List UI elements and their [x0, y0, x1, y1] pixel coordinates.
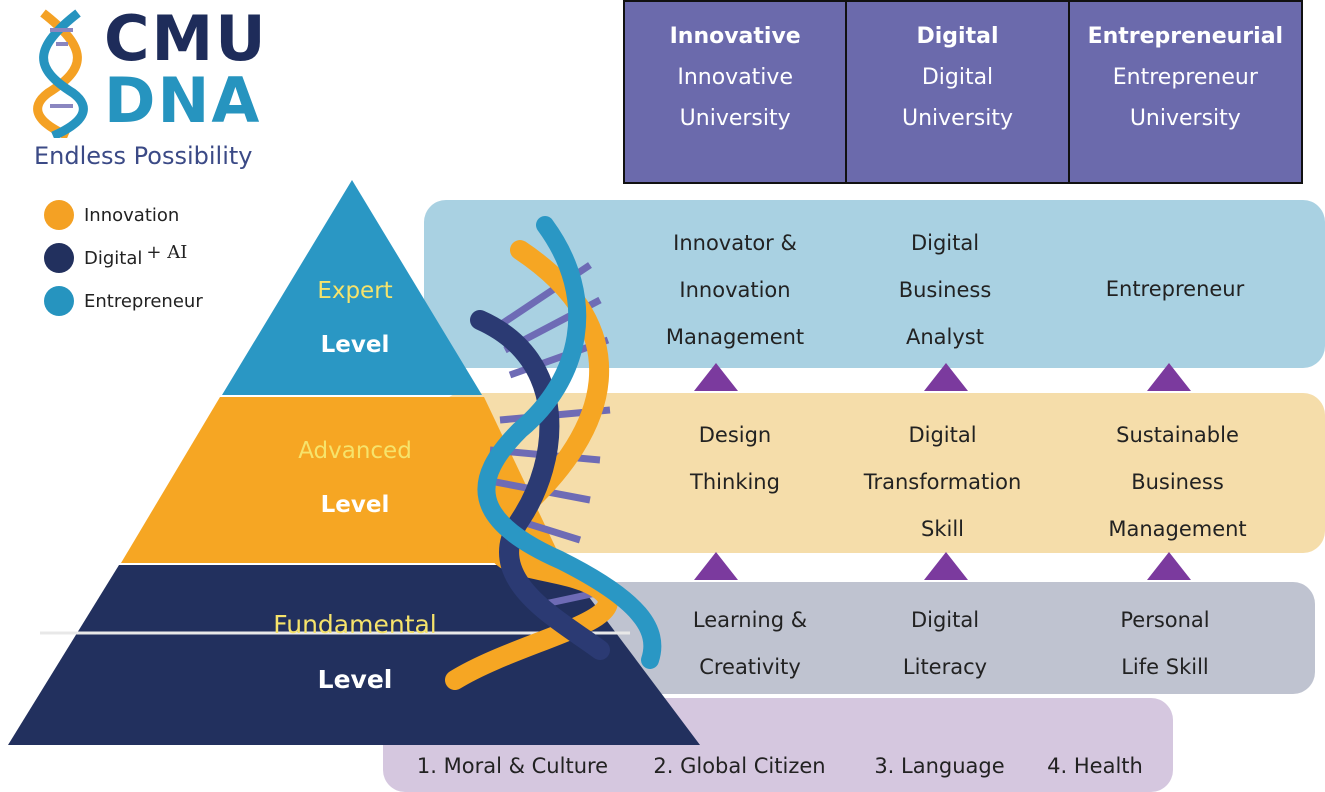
cell-line: Thinking	[690, 470, 780, 494]
header-line1: Entrepreneur	[1112, 65, 1258, 90]
digital-dot-icon	[44, 243, 74, 273]
logo-dna: DNA	[104, 64, 262, 137]
advanced-cell-design: Design Thinking	[650, 412, 820, 506]
base-item-language: 3. Language	[874, 754, 1005, 778]
cell-line: Skill	[921, 517, 964, 541]
advanced-title: Advanced	[298, 438, 412, 464]
cell-line: Business	[898, 278, 992, 302]
fundamental-cell-learning: Learning & Creativity	[660, 597, 840, 691]
base-item-health: 4. Health	[1047, 754, 1143, 778]
pyramid-fundamental-tier	[8, 565, 700, 745]
cell-line: Personal	[1120, 608, 1210, 632]
cell-line: Sustainable	[1116, 423, 1239, 447]
entrepreneur-dot-icon	[44, 286, 74, 316]
expert-cell-innovation: Innovator & Innovation Management	[640, 220, 830, 361]
header-line2: University	[902, 106, 1013, 131]
advanced-level-label: Advanced Level	[270, 438, 440, 518]
cell-line: Entrepreneur	[1105, 277, 1245, 301]
up-arrow-icon	[694, 363, 738, 391]
advanced-cell-digital: Digital Transformation Skill	[845, 412, 1040, 553]
fundamental-cell-personal: Personal Life Skill	[1080, 597, 1250, 691]
legend-innovation: Innovation	[44, 200, 179, 230]
header-line1: Innovative	[677, 65, 793, 90]
expert-title: Expert	[317, 278, 393, 304]
advanced-cell-sustainable: Sustainable Business Management	[1080, 412, 1275, 553]
legend-label: Innovation	[84, 204, 180, 226]
header-title: Innovative	[669, 24, 801, 49]
cell-line: Business	[1131, 470, 1224, 494]
fundamental-band	[560, 582, 1315, 694]
fundamental-level: Level	[317, 665, 393, 694]
legend-entrepreneur: Entrepreneur	[44, 286, 203, 316]
up-arrow-icon	[1147, 552, 1191, 580]
up-arrow-icon	[694, 552, 738, 580]
up-arrow-icon	[924, 552, 968, 580]
dna-navy-strand	[470, 310, 610, 660]
dna-logo-icon	[33, 9, 88, 138]
logo-tagline: Endless Possibility	[34, 142, 253, 170]
advanced-level: Level	[320, 492, 390, 518]
pyramid-diagram	[8, 180, 700, 745]
cell-line: Transformation	[863, 470, 1022, 494]
legend-digital: Digital + AI	[44, 241, 188, 273]
legend-suffix: + AI	[146, 241, 188, 263]
fundamental-title: Fundamental	[273, 610, 437, 639]
header-line2: University	[1129, 106, 1241, 131]
logo-cmu: CMU	[104, 2, 268, 75]
header-line2: University	[679, 106, 791, 131]
cell-line: Management	[665, 325, 805, 349]
cell-line: Innovation	[679, 278, 791, 302]
header-col-innovative: Innovative Innovative University	[625, 2, 848, 182]
up-arrow-icon	[924, 363, 968, 391]
header-line1: Digital	[921, 65, 994, 90]
expert-cell-digital: Digital Business Analyst	[860, 220, 1030, 361]
cell-line: Life Skill	[1121, 655, 1209, 679]
cell-line: Digital	[910, 231, 980, 255]
pyramid-advanced-tier	[121, 397, 563, 563]
header-col-digital: Digital Digital University	[847, 2, 1070, 182]
expert-level-label: Expert Level	[290, 278, 420, 358]
expert-level: Level	[320, 332, 390, 358]
logo: CMU DNA Endless Possibility	[28, 2, 288, 178]
cell-line: Digital	[910, 608, 980, 632]
cell-line: Literacy	[902, 655, 988, 679]
base-item-moral: 1. Moral & Culture	[416, 754, 609, 778]
pyramid-expert-tier	[222, 180, 482, 395]
cell-line: Analyst	[906, 325, 984, 349]
innovation-dot-icon	[44, 200, 74, 230]
up-arrow-icon	[1147, 363, 1191, 391]
cell-line: Innovator &	[673, 231, 797, 255]
dna-blue-strand	[477, 216, 662, 669]
university-header-table: Innovative Innovative University Digital…	[623, 0, 1303, 184]
cell-line: Creativity	[699, 655, 801, 679]
cell-line: Digital	[908, 423, 977, 447]
cell-line: Management	[1108, 517, 1247, 541]
fundamental-level-label: Fundamental Level	[240, 610, 470, 694]
header-title: Digital	[916, 24, 999, 49]
fundamental-cell-digital: Digital Literacy	[870, 597, 1020, 691]
header-title: Entrepreneurial	[1087, 24, 1284, 49]
cell-line: Design	[698, 423, 772, 447]
cell-line: Learning &	[692, 608, 808, 632]
legend-label: Entrepreneur	[84, 290, 203, 312]
base-item-global: 2. Global Citizen	[653, 754, 826, 778]
legend-label: Digital	[84, 247, 143, 269]
header-col-entrepreneurial: Entrepreneurial Entrepreneur University	[1070, 2, 1301, 182]
expert-cell-entrepreneur: Entrepreneur	[1080, 266, 1270, 313]
